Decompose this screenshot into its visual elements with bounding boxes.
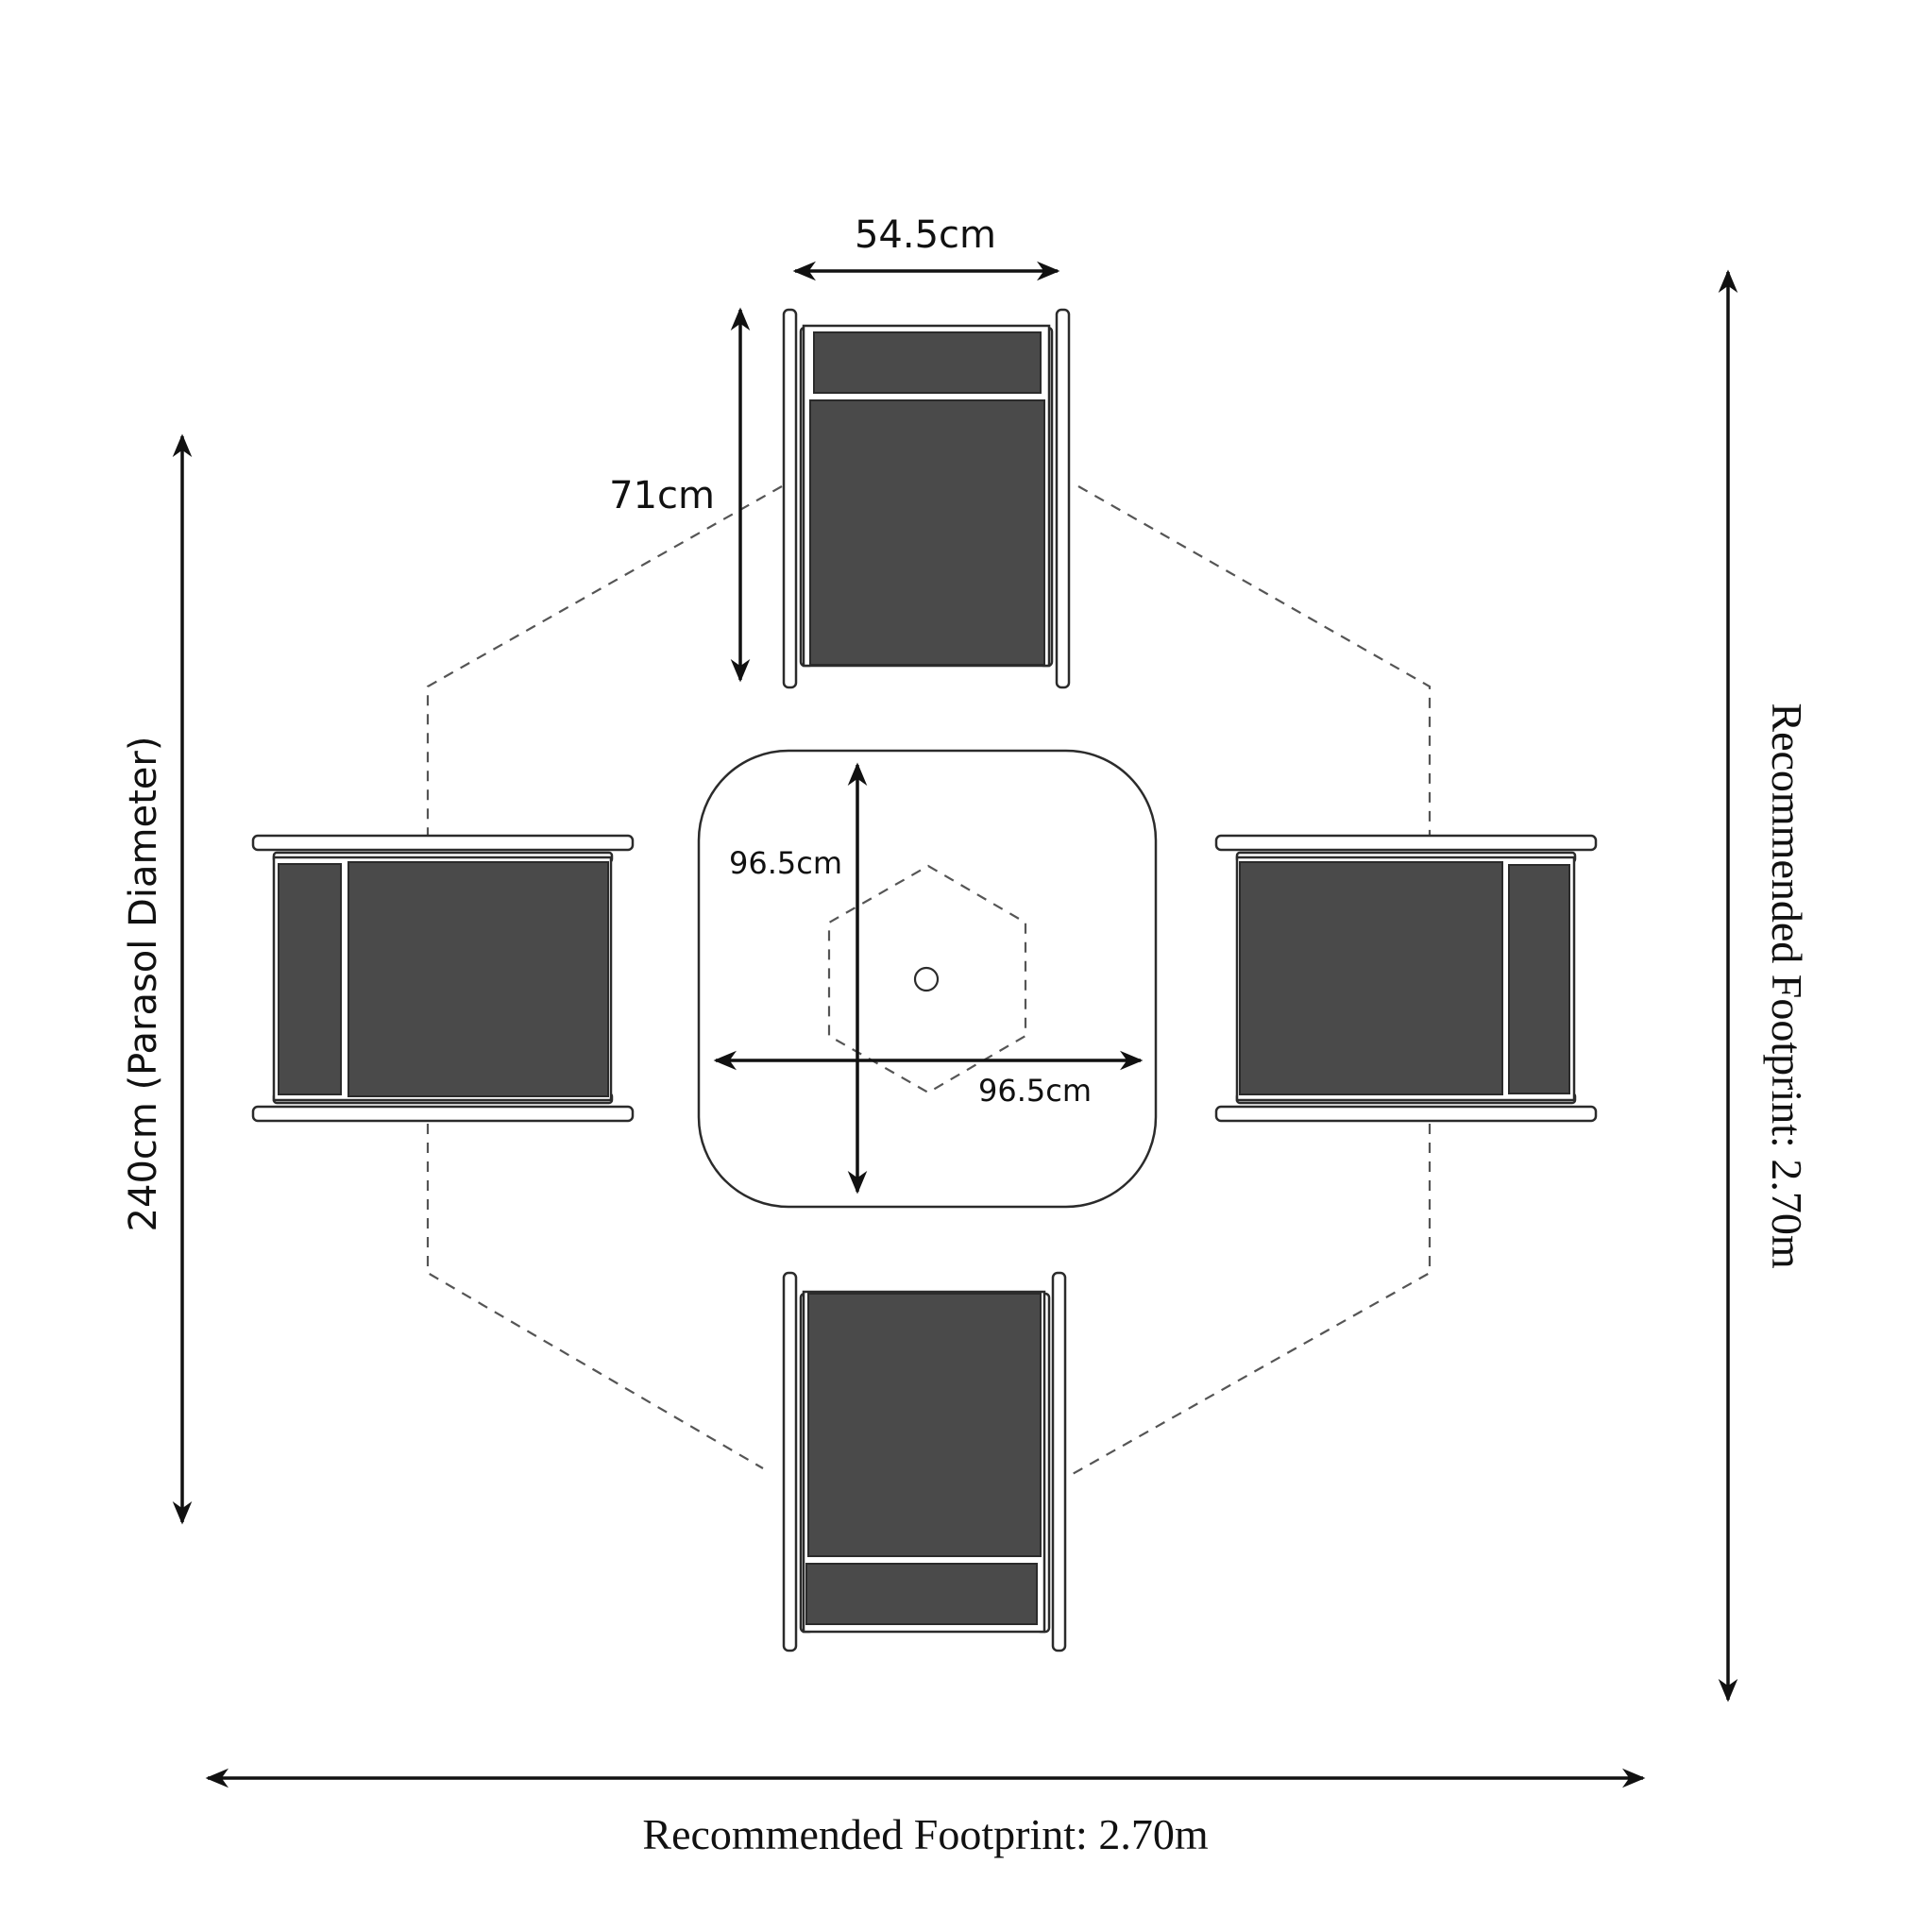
table-depth-label: 96.5cm	[729, 845, 842, 881]
chair-right	[1214, 834, 1598, 1123]
footprint-vertical-label: Recommended Footprint: 2.70m	[1763, 703, 1811, 1268]
dimension-arrows	[172, 261, 1738, 1788]
chair-left	[251, 834, 635, 1123]
chair-width-label: 54.5cm	[855, 213, 996, 257]
table-width-label: 96.5cm	[978, 1073, 1092, 1109]
chair-top	[782, 308, 1071, 689]
chair-bottom	[782, 1271, 1067, 1652]
footprint-horizontal-label: Recommended Footprint: 2.70m	[642, 1810, 1208, 1858]
parasol-diameter-label: 240cm (Parasol Diameter)	[122, 737, 165, 1232]
chair-depth-label: 71cm	[609, 474, 715, 517]
parasol-outline	[426, 485, 1432, 1476]
parasol-hole	[913, 966, 940, 992]
table-top	[697, 749, 1158, 1209]
